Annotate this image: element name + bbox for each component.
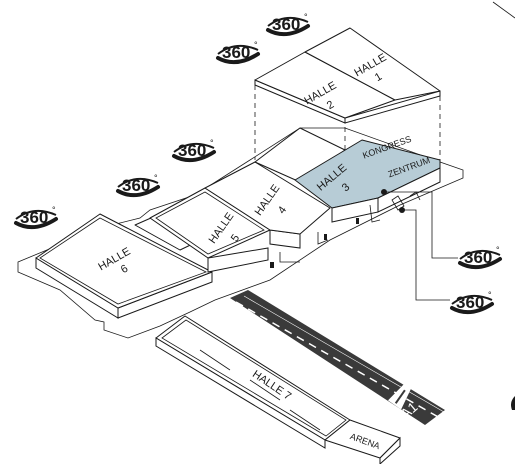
hall-2[interactable]: HALLE 2 (254, 51, 396, 119)
leader-lines (381, 189, 458, 301)
hall-4[interactable]: HALLE 4 (204, 161, 331, 249)
svg-text:360: 360 (272, 15, 300, 34)
svg-text:°: ° (52, 205, 56, 215)
hall-2-number: 2 (325, 99, 336, 112)
svg-text:360: 360 (456, 293, 484, 312)
corner-line-top-right (492, 1, 515, 19)
hall-7[interactable]: HALLE 7 (155, 315, 351, 449)
svg-text:°: ° (496, 245, 500, 255)
panorama-pin-hall-6[interactable]: 360 ° (14, 205, 58, 230)
corner-arc-right (511, 396, 515, 410)
hall-4-number: 4 (276, 204, 289, 216)
svg-text:360: 360 (464, 248, 492, 267)
svg-text:360: 360 (178, 141, 206, 160)
hall-3-congress-center[interactable]: HALLE 3 KONGRESS ZENTRUM (254, 127, 441, 223)
hall-6[interactable]: HALLE 6 (35, 213, 213, 319)
panorama-pin-hall-2[interactable]: 360 ° (216, 40, 260, 65)
hall-5-number: 5 (229, 232, 242, 244)
panorama-pin-congress-lower[interactable]: 360 ° (450, 290, 494, 315)
panorama-pin-hall-4[interactable]: 360 ° (172, 138, 216, 163)
svg-text:°: ° (254, 40, 258, 50)
svg-text:360: 360 (222, 43, 250, 62)
hall-1[interactable]: HALLE 1 (304, 27, 441, 101)
motorway-a1: A1 (230, 290, 445, 425)
svg-text:360: 360 (122, 176, 150, 195)
svg-text:°: ° (154, 173, 158, 183)
arena[interactable]: ARENA (324, 419, 401, 464)
hall-1-number: 1 (373, 71, 384, 84)
svg-text:°: ° (304, 12, 308, 22)
panorama-pin-congress-upper[interactable]: 360 ° (458, 245, 502, 270)
svg-text:°: ° (210, 138, 214, 148)
hall-1-2-block (254, 79, 441, 160)
front-structures (270, 191, 421, 268)
svg-text:°: ° (488, 290, 492, 300)
hall-6-number: 6 (119, 263, 130, 276)
hall-5[interactable]: HALLE 5 (149, 187, 271, 273)
svg-text:360: 360 (20, 208, 48, 227)
panorama-pin-hall-5[interactable]: 360 ° (116, 173, 160, 198)
panorama-pin-hall-1[interactable]: 360 ° (266, 12, 310, 37)
